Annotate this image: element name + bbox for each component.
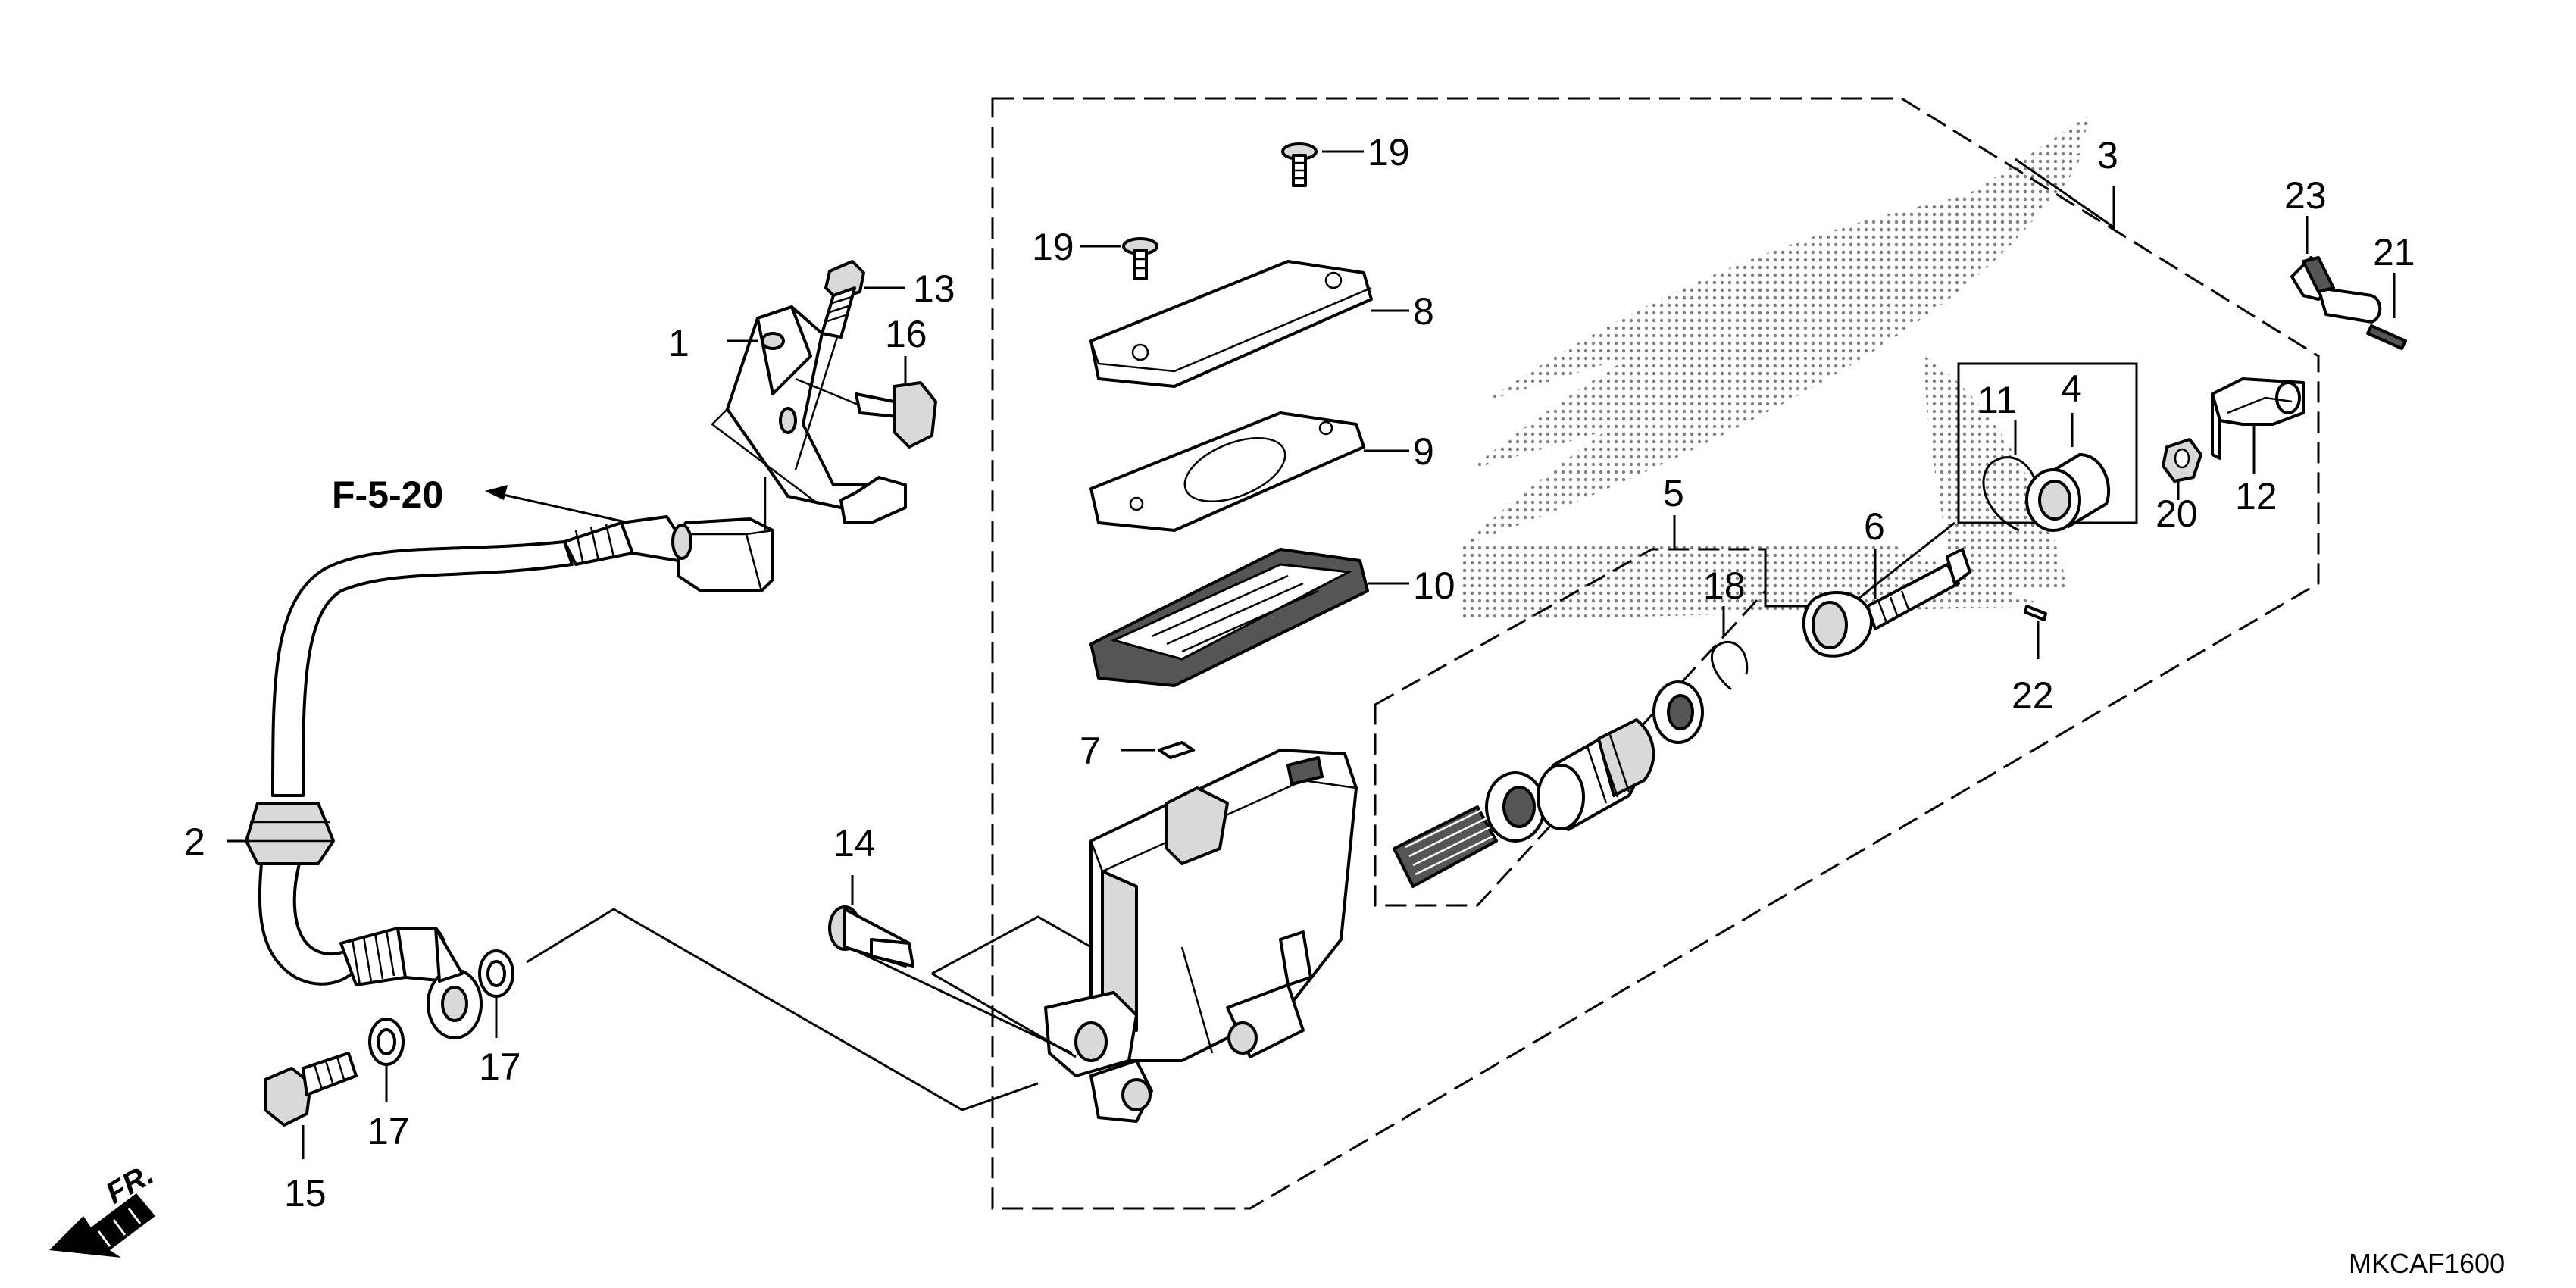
brake-switch (677, 477, 774, 592)
callout-9: 9 (1413, 430, 1434, 473)
callout-19-left: 19 (1032, 226, 1074, 268)
callout-10: 10 (1413, 564, 1455, 607)
boot-4 (2025, 413, 2111, 532)
washer-17-lower (368, 1018, 405, 1102)
callout-16: 16 (885, 313, 927, 355)
boot-kit-outline (1957, 362, 2138, 524)
assembly-outline-dashed (991, 97, 2320, 1210)
callout-12: 12 (2235, 475, 2277, 517)
clevis-pin-23 (2290, 216, 2382, 324)
callout-18: 18 (1703, 564, 1746, 607)
piston (1537, 718, 1655, 831)
diaphragm-plate-9 (1089, 411, 1409, 532)
callout-5: 5 (1663, 472, 1684, 514)
pin-22 (2024, 605, 2047, 659)
callout-11: 11 (1977, 379, 2017, 421)
callout-19-top: 19 (1368, 131, 1410, 174)
bolt-14 (828, 875, 1073, 1055)
screw-19-left (1080, 237, 1158, 280)
callout-8: 8 (1413, 290, 1434, 333)
spring (1393, 805, 1498, 888)
washer-17-upper (478, 949, 514, 1038)
snap-ring-18 (1710, 606, 1749, 691)
reservoir-cap-8 (1089, 260, 1409, 388)
push-rod-6 (1802, 548, 1971, 658)
callout-17-lower: 17 (367, 1110, 410, 1152)
front-direction-arrow (49, 1193, 155, 1258)
cup-ring (1485, 771, 1546, 843)
screw-19-top (1281, 142, 1364, 187)
master-cylinder-body (1044, 749, 1358, 1123)
callout-20: 20 (2156, 492, 2198, 535)
bolt-16 (795, 356, 937, 449)
direction-label: FR. (101, 1157, 160, 1210)
callout-6: 6 (1864, 505, 1885, 548)
wing-watermark-logo (1462, 114, 2091, 621)
callout-21: 21 (2373, 231, 2415, 274)
callout-4: 4 (2061, 367, 2082, 410)
callout-15: 15 (284, 1172, 327, 1215)
callout-14: 14 (833, 822, 876, 864)
diaphragm-10 (1089, 548, 1409, 687)
callout-13: 13 (913, 267, 955, 310)
cotter-pin-21 (2366, 273, 2407, 350)
bolt-15 (264, 1052, 358, 1159)
callout-7: 7 (1080, 730, 1101, 772)
bracket-1 (711, 305, 907, 524)
callout-2: 2 (184, 821, 205, 863)
secondary-cup (1652, 680, 1704, 744)
callout-23: 23 (2284, 174, 2327, 217)
hose-fitting-upper (563, 515, 692, 566)
circlip-11 (1982, 420, 2040, 532)
diagram-code: MKCAF1600 (2349, 1248, 2505, 1279)
clevis-12 (2211, 377, 2305, 474)
reference-label: F-5-20 (332, 474, 443, 516)
nut-20 (2162, 438, 2202, 500)
reference-arrow (485, 485, 630, 524)
brake-hose-2 (227, 540, 574, 1039)
callout-22: 22 (2012, 674, 2054, 717)
callout-labels: 19 19 8 9 10 7 14 13 1 16 2 17 17 15 3 5… (101, 131, 2506, 1279)
bolt-13 (794, 260, 905, 470)
clip-7 (1121, 741, 1195, 759)
callout-1: 1 (668, 322, 689, 364)
callout-17-upper: 17 (479, 1046, 521, 1088)
callout-3: 3 (2097, 134, 2118, 177)
